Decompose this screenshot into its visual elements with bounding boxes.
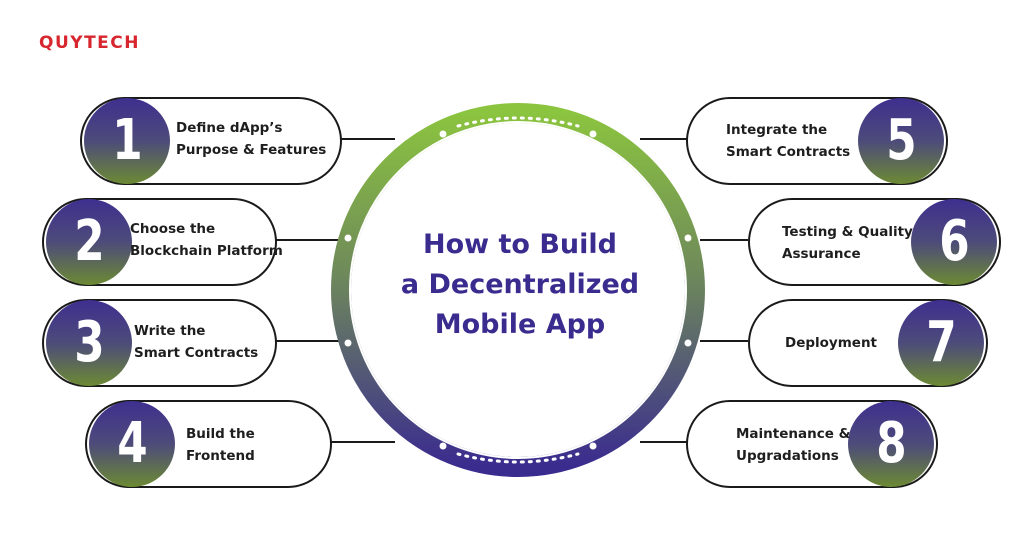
connector-lines xyxy=(275,138,748,443)
diagram-title: How to Build a Decentralized Mobile App xyxy=(360,225,680,345)
step-3-number-badge: 3 xyxy=(46,300,132,386)
step-6-number-badge: 6 xyxy=(911,199,997,285)
title-line-2: a Decentralized xyxy=(400,269,640,300)
central-ring xyxy=(331,103,705,477)
title-line-3: Mobile App xyxy=(434,309,606,340)
step-7-label: Deployment xyxy=(785,335,878,351)
step-4-number-badge: 4 xyxy=(89,401,175,487)
step-5-number-badge: 5 xyxy=(858,98,944,184)
step-1-number-badge: 1 xyxy=(84,98,170,184)
step-2-number-badge: 2 xyxy=(46,199,132,285)
step-8-label: Maintenance &Upgradations xyxy=(736,426,851,464)
ring-dots xyxy=(344,130,692,450)
step-7-number-badge: 7 xyxy=(898,300,984,386)
title-line-1: How to Build xyxy=(423,229,617,260)
step-8-number-badge: 8 xyxy=(848,401,934,487)
brand-logo: QUYTECH xyxy=(39,33,140,53)
